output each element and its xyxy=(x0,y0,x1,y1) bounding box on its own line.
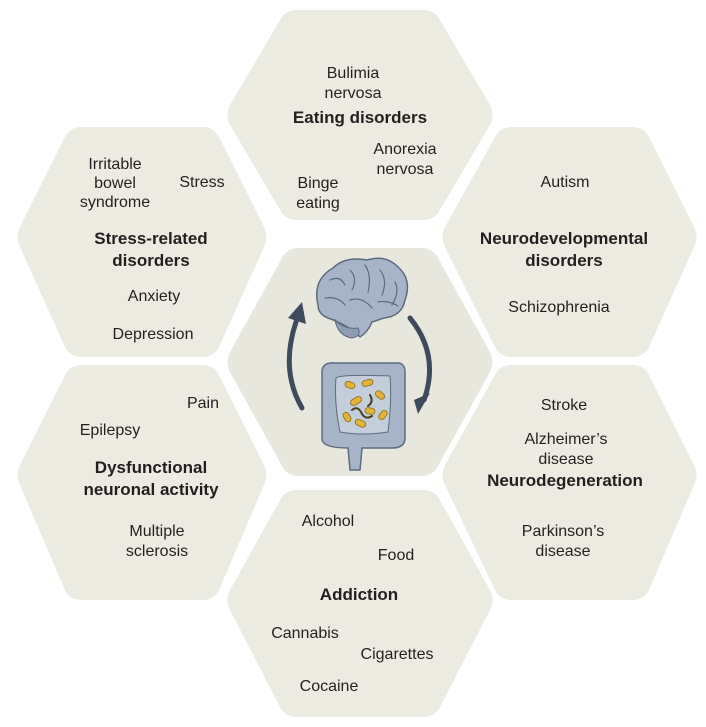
brain-icon xyxy=(315,257,409,339)
hexagon-dysfunctional-neuronal-activity xyxy=(17,365,267,600)
gut-icon xyxy=(321,362,406,471)
label-epilepsy: Epilepsy xyxy=(79,422,141,439)
title-neurodegeneration: Neurodegeneration xyxy=(487,471,643,490)
label-alzheimers-disease: Alzheimer’s disease xyxy=(524,431,608,468)
label-schizophrenia: Schizophrenia xyxy=(508,299,610,316)
hexagon-neurodegeneration xyxy=(442,365,697,600)
arrow-brain-to-gut xyxy=(407,315,432,403)
label-food: Food xyxy=(377,547,415,564)
arrowhead-down xyxy=(414,393,430,414)
label-parkinsons-disease: Parkinson’s disease xyxy=(521,523,605,560)
title-eating-disorders: Eating disorders xyxy=(292,108,428,127)
hexagon-neurodevelopmental xyxy=(442,127,697,357)
label-anxiety: Anxiety xyxy=(127,288,181,305)
label-bulimia-nervosa: Bulimia nervosa xyxy=(324,65,382,102)
bacteria-icon xyxy=(342,378,388,428)
label-cocaine: Cocaine xyxy=(299,678,359,695)
label-stress: Stress xyxy=(179,174,225,191)
hexagon-addiction xyxy=(227,490,493,717)
label-alcohol: Alcohol xyxy=(301,513,355,530)
hexagon-eating-disorders xyxy=(227,10,493,220)
label-autism: Autism xyxy=(540,174,590,191)
label-multiple-sclerosis: Multiple sclerosis xyxy=(125,523,189,560)
title-addiction: Addiction xyxy=(319,585,399,604)
title-stress-related-disorders: Stress-related disorders xyxy=(94,229,208,270)
label-cannabis: Cannabis xyxy=(271,625,339,642)
label-irritable-bowel-syndrome: Irritable bowel syndrome xyxy=(79,156,151,211)
hexagon-center xyxy=(227,248,493,476)
label-pain: Pain xyxy=(186,395,220,412)
label-cigarettes: Cigarettes xyxy=(360,646,434,663)
title-neurodevelopmental-disorders: Neurodevelopmental disorders xyxy=(479,229,649,270)
label-depression: Depression xyxy=(112,326,194,343)
label-stroke: Stroke xyxy=(540,397,588,414)
arrow-gut-to-brain xyxy=(286,319,305,411)
cycle-arrows xyxy=(286,302,432,414)
label-anorexia-nervosa: Anorexia nervosa xyxy=(373,141,437,178)
hexagon-stress-related xyxy=(17,127,267,357)
label-binge-eating: Binge eating xyxy=(296,175,340,212)
arrowhead-up xyxy=(288,302,306,324)
title-dysfunctional-neuronal-activity: Dysfunctional neuronal activity xyxy=(83,458,219,499)
